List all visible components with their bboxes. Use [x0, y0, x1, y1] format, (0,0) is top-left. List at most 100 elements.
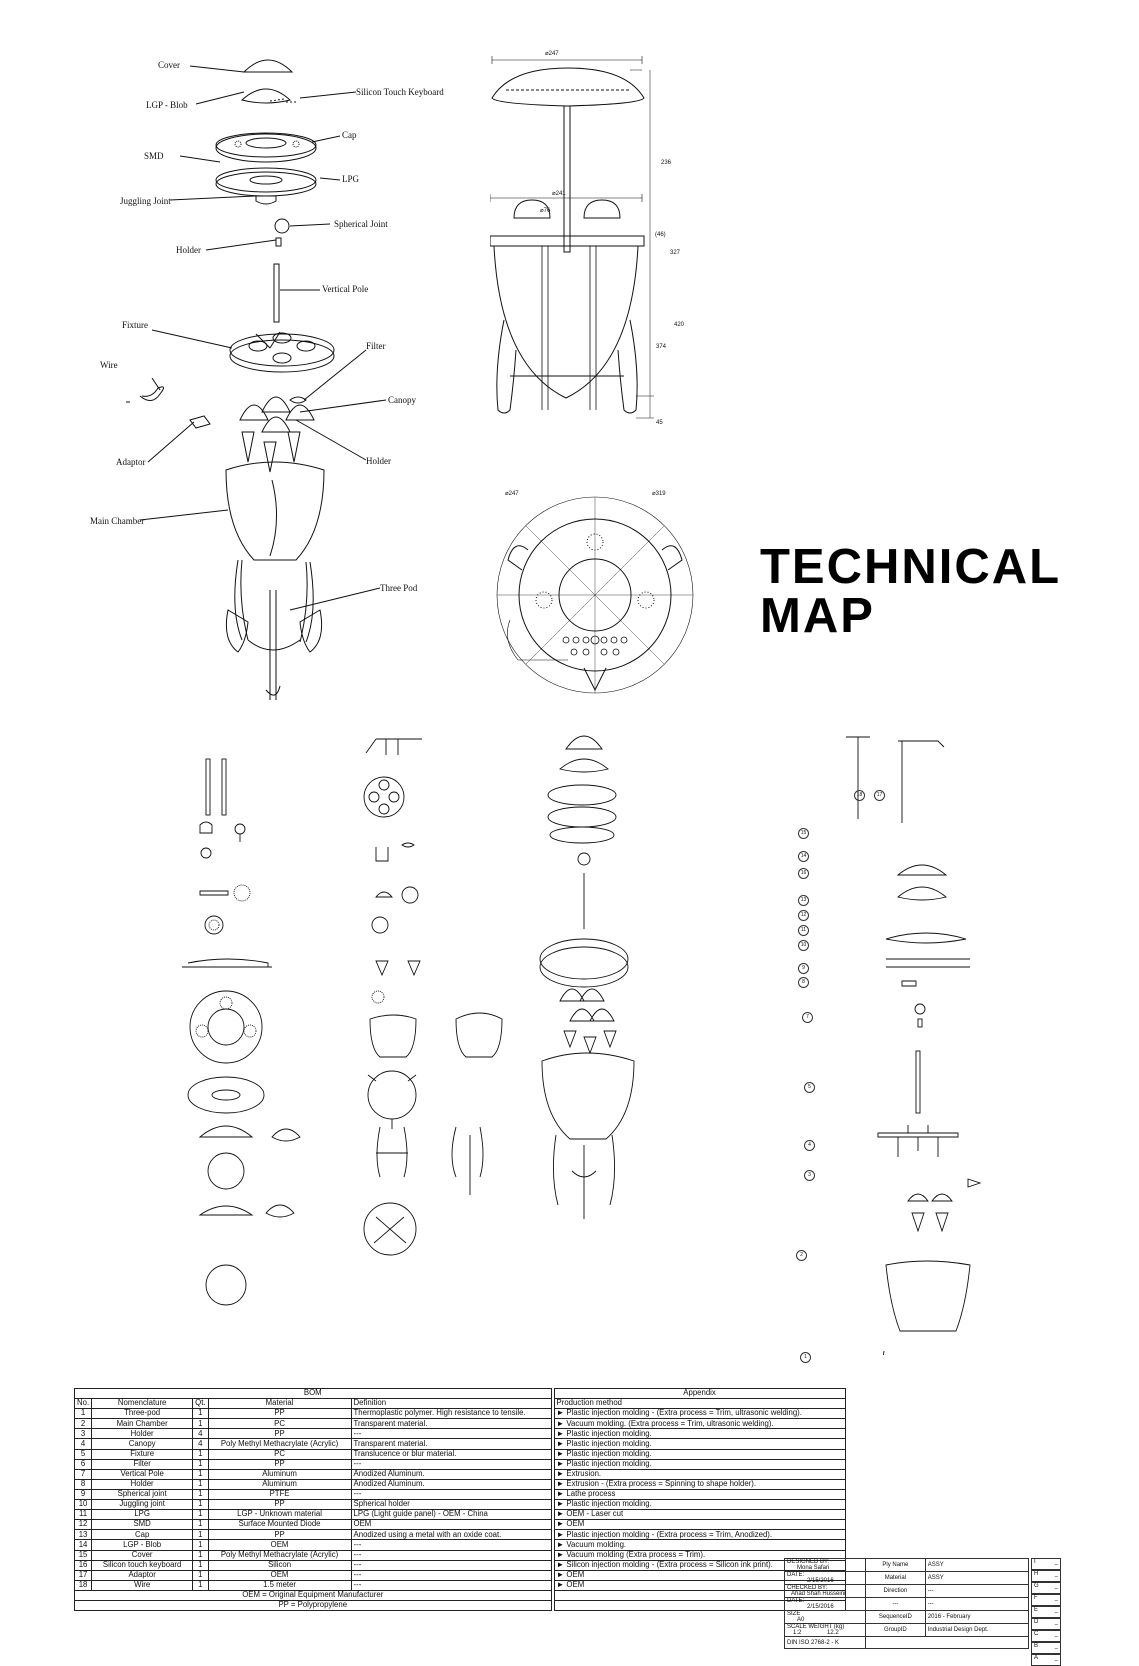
label-adaptor: Adaptor: [116, 457, 146, 467]
elevation-drawing: [490, 56, 654, 419]
bom-footnote-oem: OEM = Original Equipment Manufacturer: [73, 1589, 554, 1601]
bom-definition: ---: [350, 1488, 554, 1501]
bom-qty: 1: [192, 1539, 209, 1551]
bom-no: 14: [73, 1539, 93, 1551]
material-label: Material: [865, 1571, 926, 1585]
bom-nomenclature: Cover: [91, 1549, 194, 1561]
revision-list: I_H_G_F_E_D_C_B_A_: [1031, 1558, 1061, 1666]
bom-qty: 1: [192, 1529, 209, 1541]
bom-nomenclature: LGP - Blob: [91, 1539, 194, 1551]
bom-qty: 1: [192, 1509, 209, 1521]
label-cover: Cover: [158, 60, 180, 70]
bom-production-method: ► Vacuum molding.: [550, 1539, 846, 1551]
plan-view-drawing: [496, 496, 694, 694]
detail-number: 15: [798, 828, 809, 839]
bom-no: 15: [73, 1549, 93, 1561]
bom-material: 1.5 meter: [207, 1579, 352, 1591]
bom-no: 5: [73, 1448, 93, 1460]
bom-nomenclature: Fixture: [91, 1448, 194, 1460]
bom-no: 16: [73, 1559, 93, 1571]
bom-definition: ---: [350, 1559, 554, 1571]
bom-no: 8: [73, 1478, 93, 1490]
label-holder: Holder: [176, 245, 201, 255]
bom-material: OEM: [207, 1539, 352, 1551]
detail-number: 5: [804, 1082, 815, 1093]
date-2-value: 2/15/2016: [807, 1604, 834, 1610]
detail-number: 17: [874, 790, 885, 801]
bom-material: Aluminum: [207, 1468, 352, 1480]
bom-production-method: ► Plastic injection molding.: [550, 1458, 846, 1470]
bom-no: 13: [73, 1529, 93, 1541]
bom-definition: ---: [350, 1539, 554, 1551]
bom-material: PP: [207, 1428, 352, 1440]
revision-mark: _: [1054, 1607, 1058, 1613]
ply-name-label: Ply Name: [865, 1558, 926, 1572]
revision-mark: _: [1054, 1559, 1058, 1565]
bom-definition: OEM: [350, 1519, 554, 1531]
col-definition: Definition: [350, 1398, 554, 1410]
size-cell: SIZE A0: [784, 1610, 866, 1624]
bom-table: BOM Appendix No. Nomenclature Qt. Materi…: [73, 1387, 846, 1612]
direction-label: Direction: [865, 1584, 926, 1598]
dim-inner-diameter: ⌀76: [540, 208, 551, 214]
revision-letter: E: [1034, 1607, 1039, 1613]
dim-plan-247: ⌀247: [505, 491, 519, 497]
bom-production-method: ► Plastic injection molding.: [550, 1499, 846, 1511]
bom-footnote-pp: PP = Polypropylene: [73, 1599, 554, 1612]
bom-no: 12: [73, 1519, 93, 1531]
bom-material: PP: [207, 1529, 352, 1541]
bom-no: 17: [73, 1569, 93, 1581]
revision-row: F_: [1031, 1594, 1061, 1606]
label-filter: Filter: [366, 341, 386, 351]
appendix-header: Appendix: [550, 1387, 846, 1400]
bom-material: LGP - Unknown material: [207, 1509, 352, 1521]
bom-material: PP: [207, 1499, 352, 1511]
bom-nomenclature: Holder: [91, 1478, 194, 1490]
numbered-parts-drawing: [846, 736, 982, 1355]
revision-letter: A: [1034, 1655, 1039, 1661]
revision-mark: _: [1054, 1655, 1058, 1661]
bom-no: 9: [73, 1488, 93, 1501]
dim-46: (46): [655, 232, 666, 238]
revision-letter: H: [1034, 1571, 1039, 1577]
revision-mark: _: [1054, 1595, 1058, 1601]
bom-no: 18: [73, 1579, 93, 1591]
dim-374: 374: [656, 344, 667, 350]
bom-definition: ---: [350, 1569, 554, 1581]
revision-row: I_: [1031, 1558, 1061, 1570]
bom-production-method: ► Extrusion.: [550, 1468, 846, 1480]
bom-production-method: ► OEM - Laser cut: [550, 1509, 846, 1521]
bom-no: 3: [73, 1428, 93, 1440]
revision-letter: G: [1034, 1583, 1039, 1589]
bom-qty: 4: [192, 1428, 209, 1440]
size-label: SIZE: [787, 1611, 801, 1617]
detail-number: 16: [798, 868, 809, 879]
group-label: GroupID: [865, 1623, 926, 1637]
blank-value: ---: [924, 1597, 1030, 1611]
title-line-1: TECHNICAL: [760, 540, 1062, 594]
revision-row: E_: [1031, 1606, 1061, 1618]
bom-nomenclature: Canopy: [91, 1438, 194, 1450]
bom-definition: ---: [350, 1428, 554, 1440]
revision-mark: _: [1054, 1631, 1058, 1637]
checked-by-label: CHECKED BY:: [787, 1585, 828, 1591]
bom-definition: LPG (Light guide panel) - OEM - China: [350, 1509, 554, 1521]
bom-definition: Transparent material.: [350, 1418, 554, 1430]
bom-material: PP: [207, 1408, 352, 1420]
detail-number: 2: [796, 1250, 807, 1261]
bom-production-method: ► Plastic injection molding.: [550, 1428, 846, 1440]
bom-qty: 1: [192, 1478, 209, 1490]
bom-nomenclature: SMD: [91, 1519, 194, 1531]
size-value: A0: [797, 1617, 805, 1623]
date-2: DATE: 2/15/2016: [784, 1597, 866, 1611]
bom-nomenclature: Wire: [91, 1579, 194, 1591]
title-line-2: MAP: [760, 589, 875, 643]
